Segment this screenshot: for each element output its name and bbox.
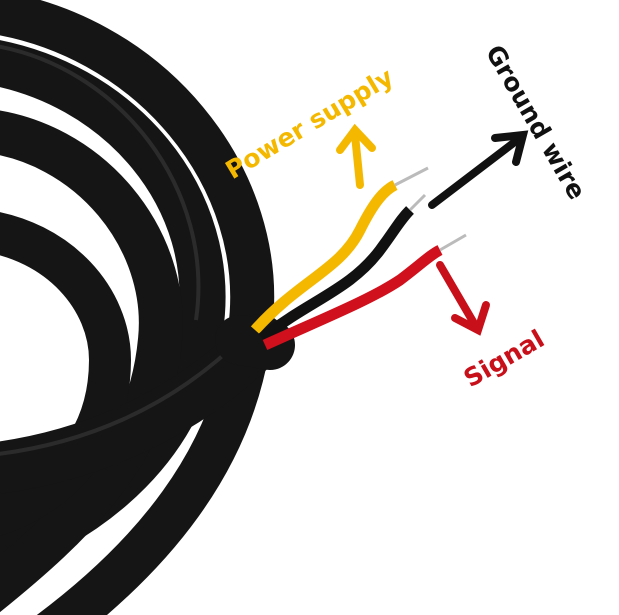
power-arrow-icon [336,123,376,189]
cable-loops [0,0,286,615]
signal-arrow-icon [436,261,490,336]
cable-highlights [0,44,247,456]
black-wire [258,206,414,343]
wire-tips [394,166,467,252]
red-wire [262,245,443,351]
ground-arrow-icon [428,130,529,209]
yellow-wire [250,180,398,334]
